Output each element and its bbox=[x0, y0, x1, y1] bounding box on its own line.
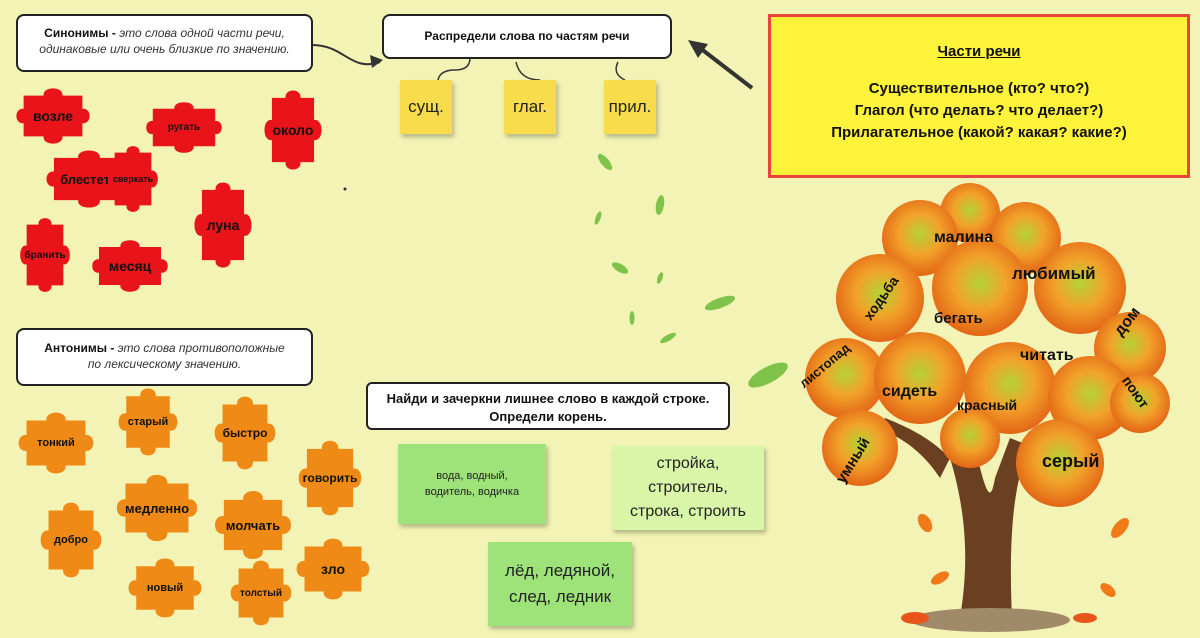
puzzle-piece-antonym-2[interactable]: быстро bbox=[212, 394, 278, 472]
puzzle-word: блестеть bbox=[60, 171, 118, 187]
sticky-noun-label: сущ. bbox=[408, 97, 444, 116]
sticky-words-water-text: вода, водный, водитель, водичка bbox=[424, 470, 520, 498]
puzzle-word: новый bbox=[146, 582, 184, 594]
puzzle-shape bbox=[214, 396, 276, 470]
puzzle-shape bbox=[128, 558, 202, 618]
puzzle-shape bbox=[264, 90, 322, 170]
tree-word-lyubimy[interactable]: любимый bbox=[1012, 264, 1096, 283]
parts-of-speech-title: Части речи bbox=[937, 43, 1021, 60]
puzzle-word: толстый bbox=[240, 587, 282, 599]
puzzle-word: старый bbox=[127, 416, 169, 428]
autumn-tree bbox=[805, 183, 1170, 632]
puzzle-piece-antonym-0[interactable]: тонкий bbox=[16, 410, 96, 476]
sticky-verb-label: глаг. bbox=[512, 97, 548, 116]
puzzle-piece-antonym-7[interactable]: новый bbox=[126, 556, 204, 620]
puzzle-piece-antonym-1[interactable]: старый bbox=[116, 386, 180, 458]
tree-word-sery[interactable]: серый bbox=[1042, 451, 1100, 471]
task-extra-line-2: Определи корень. bbox=[489, 409, 607, 424]
synonyms-term: Синонимы - bbox=[44, 26, 116, 40]
puzzle-shape bbox=[118, 388, 178, 456]
tree-word-malina[interactable]: малина bbox=[934, 229, 994, 246]
puzzle-shape bbox=[16, 88, 90, 144]
puzzle-piece-antonym-6[interactable]: молчать bbox=[212, 488, 294, 562]
tree-word-chitat[interactable]: читать bbox=[1020, 347, 1074, 364]
puzzle-piece-synonym-2[interactable]: около bbox=[262, 88, 324, 172]
puzzle-piece-synonym-6[interactable]: бранить bbox=[18, 216, 72, 294]
sticky-words-water[interactable]: вода, водный, водитель, водичка bbox=[398, 444, 546, 524]
tree-word-sidet[interactable]: сидеть bbox=[882, 383, 938, 400]
puzzle-word: луна bbox=[206, 217, 240, 233]
puzzle-piece-synonym-0[interactable]: возле bbox=[14, 86, 92, 146]
puzzle-shape bbox=[92, 240, 168, 292]
task-extra-word: Найди и зачеркни лишнее слово в каждой с… bbox=[366, 382, 730, 430]
parts-of-speech-verb: Глагол (что делать? что делает?) bbox=[854, 102, 1104, 119]
puzzle-shape bbox=[20, 218, 70, 292]
sticky-words-ice-text: лёд, ледяной, след, ледник bbox=[505, 561, 615, 606]
puzzle-word: ругать bbox=[167, 122, 201, 133]
puzzle-word: добро bbox=[54, 534, 88, 546]
puzzle-shape bbox=[298, 440, 362, 516]
puzzle-word: возле bbox=[32, 108, 74, 124]
puzzle-piece-antonym-3[interactable]: говорить bbox=[296, 438, 364, 518]
puzzle-piece-antonym-9[interactable]: зло bbox=[294, 536, 372, 602]
synonyms-definition-box: Синонимы - это слова одной части речи, о… bbox=[16, 14, 313, 72]
puzzle-piece-synonym-1[interactable]: ругать bbox=[144, 100, 224, 155]
puzzle-word: молчать bbox=[225, 517, 281, 533]
sticky-words-build[interactable]: стройка, строитель, строка, строить bbox=[612, 446, 764, 530]
puzzle-shape bbox=[18, 412, 94, 474]
sticky-adjective[interactable]: прил. bbox=[604, 80, 656, 134]
puzzle-word: тонкий bbox=[37, 437, 75, 449]
task-extra-line-1: Найди и зачеркни лишнее слово в каждой с… bbox=[386, 391, 710, 406]
puzzle-shape bbox=[146, 102, 222, 153]
puzzle-word: медленно bbox=[124, 500, 190, 516]
puzzle-shape bbox=[116, 474, 198, 542]
parts-of-speech-adjective: Прилагательное (какой? какая? какие?) bbox=[831, 124, 1127, 141]
puzzle-word: сверкать bbox=[112, 174, 154, 184]
puzzle-piece-synonym-7[interactable]: месяц bbox=[90, 238, 170, 294]
puzzle-shape bbox=[46, 150, 132, 208]
puzzle-piece-synonym-3[interactable]: блестеть bbox=[44, 148, 134, 210]
sticky-verb[interactable]: глаг. bbox=[504, 80, 556, 134]
puzzle-piece-synonym-5[interactable]: луна bbox=[192, 180, 254, 270]
puzzle-word: зло bbox=[320, 561, 346, 577]
tree-word-begat[interactable]: бегать bbox=[934, 310, 983, 327]
tree-word-krasny[interactable]: красный bbox=[957, 397, 1018, 413]
synonyms-definition: это слова одной части речи, одинаковые и… bbox=[39, 26, 290, 56]
puzzle-shape bbox=[230, 560, 292, 626]
task-parts-of-speech: Распредели слова по частям речи bbox=[382, 14, 672, 59]
puzzle-word: месяц bbox=[108, 258, 152, 274]
puzzle-word: около bbox=[272, 122, 314, 138]
sticky-noun[interactable]: сущ. bbox=[400, 80, 452, 134]
antonyms-term: Антонимы - bbox=[44, 341, 115, 355]
parts-of-speech-noun: Существительное (кто? что?) bbox=[868, 80, 1090, 97]
puzzle-piece-synonym-4[interactable]: сверкать bbox=[106, 144, 160, 214]
antonyms-definition: это слова противоположные по лексическом… bbox=[87, 341, 285, 371]
puzzle-shape bbox=[40, 502, 102, 578]
puzzle-shape bbox=[296, 538, 370, 600]
puzzle-piece-antonym-4[interactable]: медленно bbox=[114, 472, 200, 544]
antonyms-definition-box: Антонимы - это слова противоположные по … bbox=[16, 328, 313, 386]
puzzle-piece-antonym-5[interactable]: добро bbox=[38, 500, 104, 580]
task-parts-text: Распредели слова по частям речи bbox=[424, 29, 630, 43]
puzzle-word: быстро bbox=[222, 426, 268, 440]
puzzle-word: бранить bbox=[24, 249, 66, 261]
puzzle-shape bbox=[214, 490, 292, 560]
puzzle-piece-antonym-8[interactable]: толстый bbox=[228, 558, 294, 628]
sticky-words-ice[interactable]: лёд, ледяной, след, ледник bbox=[488, 542, 632, 626]
sticky-words-build-text: стройка, строитель, строка, строить bbox=[630, 455, 746, 520]
sticky-adjective-label: прил. bbox=[608, 97, 652, 116]
puzzle-shape bbox=[108, 146, 158, 212]
puzzle-word: говорить bbox=[302, 471, 358, 485]
parts-of-speech-panel: Части речи Существительное (кто? что?) Г… bbox=[768, 14, 1190, 178]
puzzle-shape bbox=[194, 182, 252, 268]
